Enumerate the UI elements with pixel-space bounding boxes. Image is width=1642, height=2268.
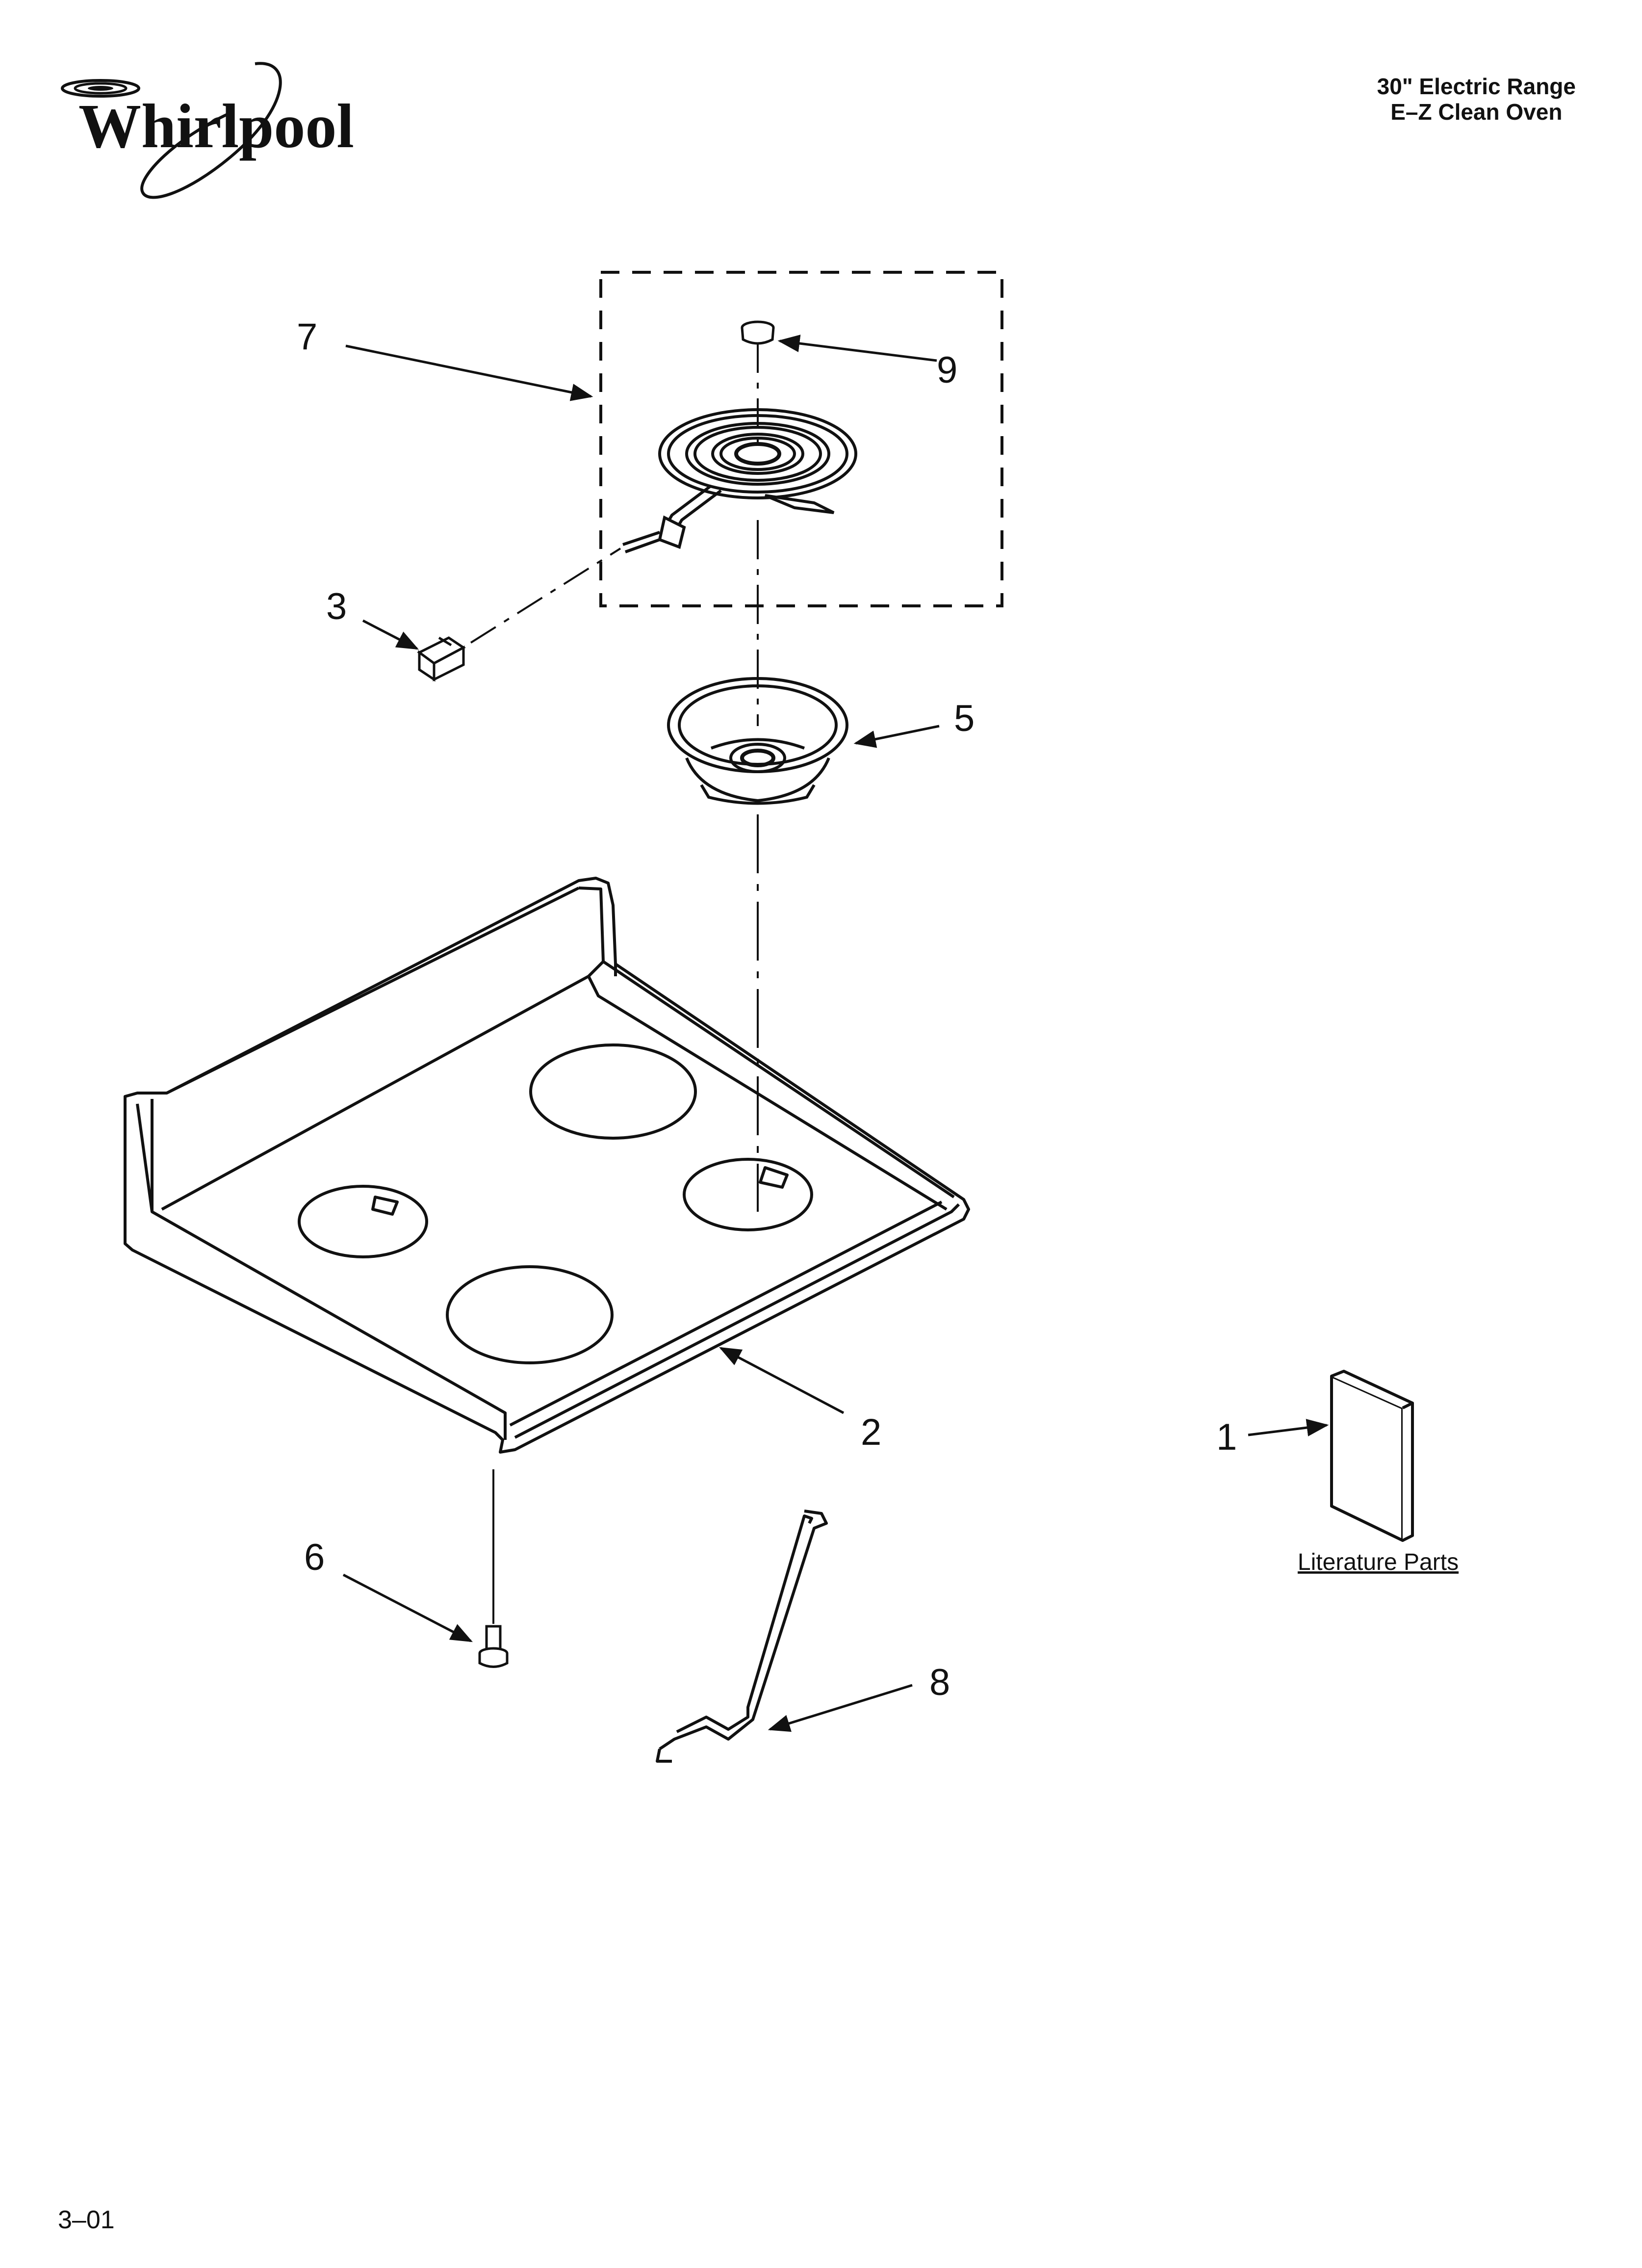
leader-lines xyxy=(470,343,759,1624)
callout-9: 9 xyxy=(937,349,957,391)
element-assembly-box xyxy=(599,271,1003,607)
center-cap-part xyxy=(741,320,775,345)
callout-6: 6 xyxy=(304,1537,325,1578)
literature-booklet-part xyxy=(1330,1370,1414,1542)
literature-parts-label: Literature Parts xyxy=(1298,1549,1459,1575)
callout-1: 1 xyxy=(1216,1416,1237,1458)
screw-part xyxy=(478,1625,509,1668)
title-line-1: 30" Electric Range xyxy=(1377,74,1576,99)
rod-part xyxy=(656,1510,828,1763)
page-footer-code: 3–01 xyxy=(58,2206,115,2234)
callout-5: 5 xyxy=(954,698,975,739)
callout-2: 2 xyxy=(861,1411,881,1453)
callout-7: 7 xyxy=(297,316,317,358)
terminal-block-part xyxy=(417,636,466,682)
callout-3: 3 xyxy=(326,586,347,627)
whirlpool-logo: Whirlpool xyxy=(61,62,354,199)
drip-bowl-part xyxy=(667,677,848,805)
callout-8: 8 xyxy=(929,1662,950,1703)
title-line-2: E–Z Clean Oven xyxy=(1390,99,1563,125)
logo-wordmark: Whirlpool xyxy=(78,91,354,161)
page-title: 30" Electric Range E–Z Clean Oven xyxy=(1377,74,1576,125)
callout-arrows xyxy=(342,335,1329,1732)
surface-element-part xyxy=(622,408,857,553)
cooktop-part xyxy=(124,877,970,1454)
